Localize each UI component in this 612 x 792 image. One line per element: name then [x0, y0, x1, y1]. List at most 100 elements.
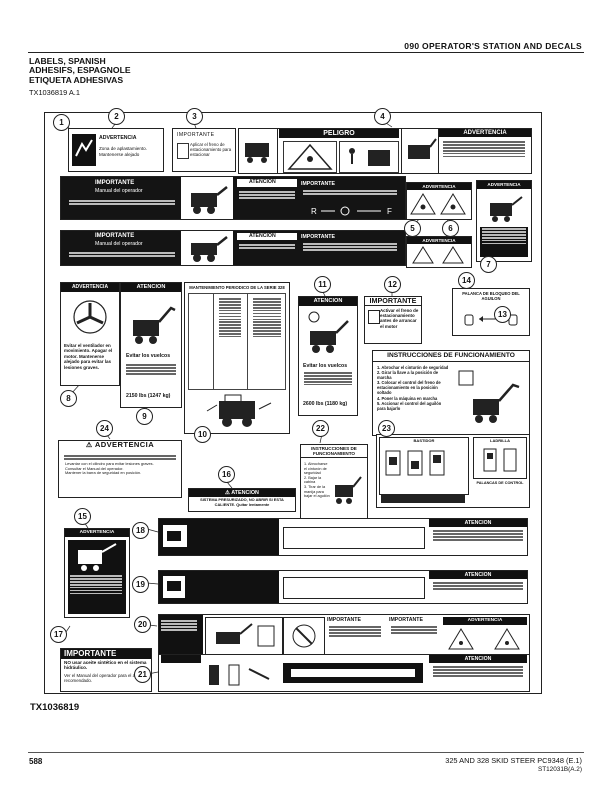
strip-a-loader-pict: [181, 177, 233, 219]
strip-a-lines: [67, 199, 177, 206]
decal-21-left-section: [159, 655, 279, 691]
decal-24-heading: ⚠ ADVERTENCIA: [85, 440, 155, 449]
decal-operator-manual-strip-a: IMPORTANTE Manual del operador ATENCION …: [60, 176, 406, 220]
step-3: 3. Colocar el control del freno de estac…: [377, 380, 441, 396]
decal-23-left-panel: BASTIDOR: [379, 437, 469, 495]
footer-rule: [28, 752, 584, 753]
strip-b-atencion-lines: [237, 243, 297, 250]
decal-13-loader-pict: [453, 365, 525, 431]
decal-4-panel-left: [239, 129, 278, 173]
callout-14: 14: [458, 272, 475, 289]
step-1: 1. Abrochar el cinturón de seguridad: [377, 365, 449, 370]
brake-icon: [177, 143, 189, 159]
callout-22: 22: [312, 420, 329, 437]
strip-b-atencion: ATENCION: [237, 233, 297, 240]
callout-1: 1: [53, 114, 70, 131]
decal-8-text: Evitar el ventilador en movimiento. Apag…: [64, 343, 113, 370]
strip-a-importante-lines: [301, 189, 399, 196]
boom-lock-lever-icon: [464, 314, 518, 326]
decal-8-heading: ADVERTENCIA: [61, 283, 119, 292]
callout-18: 18: [132, 522, 149, 539]
reference-code: TX1036819 A.1: [29, 88, 80, 97]
callout-9: 9: [136, 408, 153, 425]
decal-18-blank-panel: [283, 527, 425, 549]
decal-18-text-lines: [431, 529, 525, 542]
decal-parking-brake-important: IMPORTANTE Aplicar el freno de estaciona…: [172, 128, 236, 172]
decal-18-strip: ATENCION: [158, 518, 528, 556]
decal-20-heading-1: IMPORTANTE: [327, 617, 361, 623]
decal-2-text: Zona de aplastamiento. Mantenerse alejad…: [99, 146, 148, 157]
decal-20-heading-2: IMPORTANTE: [389, 617, 423, 623]
decal-23-footer-bar: [381, 495, 465, 503]
decal-23-right-title: LADRILLA: [490, 438, 510, 443]
decal-15-heading: ADVERTENCIA: [65, 529, 129, 537]
decal-5-advertencia: ADVERTENCIA: [406, 182, 472, 220]
strip-b-loader-pict: [181, 231, 233, 265]
callout-12: 12: [384, 276, 401, 293]
decal-operator-manual-strip-b: IMPORTANTE Manual del operador ATENCION …: [60, 230, 406, 266]
bullet-2: Consultar el Manual del operador.: [65, 465, 124, 471]
strip-a-importante: IMPORTANTE: [301, 181, 335, 187]
decal-4-advertencia: ADVERTENCIA: [439, 129, 531, 137]
decal-20-pict-b: [283, 617, 325, 655]
decal-23-right-panel: LADRILLA: [473, 437, 527, 479]
decal-19-text-lines: [431, 581, 525, 591]
callout-8: 8: [60, 390, 77, 407]
callout-4: 4: [374, 108, 391, 125]
d22-step-2: 2. Bajar la cabina: [304, 475, 322, 485]
section-title: 090 OPERATOR'S STATION AND DECALS: [404, 41, 582, 51]
decal-11-loader-pict: [302, 309, 354, 359]
decal-19-blank-panel: [283, 577, 425, 599]
decal-22-steps: 1. Abrocharse el cinturón de seguridad 2…: [304, 462, 330, 499]
decal-11-rollover-capacity: ATENCION Evitar los vuelcos 2600 lbs (11…: [298, 296, 358, 416]
decal-12-text: Activar el freno de estacionamiento ante…: [380, 308, 419, 329]
decal-16-heading: ⚠ ATENCION: [189, 489, 295, 497]
decal-13-steps: 1. Abrochar el cinturón de seguridad 2. …: [377, 365, 449, 411]
decal-12-heading: IMPORTANTE: [365, 297, 421, 306]
callout-11: 11: [314, 276, 331, 293]
strip-a-atencion: ATENCION: [237, 179, 297, 187]
decal-20-lines-2: [389, 625, 439, 635]
decal-danger-warning-strip: PELIGRO ADVERTENCIA: [238, 128, 532, 174]
d22-step-3: 3. Tirar de la manija para bajar el agui…: [304, 484, 330, 499]
decal-5-heading: ADVERTENCIA: [407, 183, 471, 190]
decal-19-strip: ATENCION: [158, 570, 528, 604]
decal-7-heading: ADVERTENCIA: [477, 181, 531, 189]
decal-4-peligro: PELIGRO: [279, 129, 399, 138]
strip-a-heading: IMPORTANTE: [95, 180, 135, 186]
svg-text:R: R: [311, 207, 317, 216]
decal-4-text-lines: [441, 140, 527, 159]
decal-16-pressurized-system: ⚠ ATENCION SISTEMA PRESURIZADO, NO ABRIR…: [188, 488, 296, 512]
strip-a-atencion-lines: [237, 190, 297, 200]
page-title: LABELS, SPANISH ADHESIFS, ESPAGNOLE ETIQ…: [29, 56, 131, 85]
title-line-1: LABELS, SPANISH: [29, 56, 106, 66]
callout-20: 20: [134, 616, 151, 633]
decal-15-advertencia: ADVERTENCIA: [64, 528, 130, 618]
decal-illustration-frame: [44, 112, 542, 694]
decal-10-machine-pict: [203, 391, 275, 429]
decal-10-maintenance-chart: MANTENIMIENTO PERIODICO DE LA SERIE 328: [184, 282, 290, 434]
decal-24-text-lines: [62, 454, 178, 461]
decal-18-dark-section: [159, 519, 279, 555]
decal-11-heading: ATENCION: [299, 297, 357, 306]
decal-4-hazard-pict-2: [339, 141, 399, 173]
callout-10: 10: [194, 426, 211, 443]
strip-b-importante-lines: [301, 242, 399, 252]
bullet-1: Levantar con el cilindro para evitar les…: [65, 461, 154, 466]
callout-24: 24: [96, 420, 113, 437]
decal-7-advertencia: ADVERTENCIA: [476, 180, 532, 262]
strip-a-sub: Manual del operador: [95, 188, 143, 194]
decal-24-advertencia: ⚠ ADVERTENCIA Levantar con el cilindro p…: [58, 440, 182, 498]
callout-7: 7: [480, 256, 497, 273]
decal-11-text-lines: [302, 371, 354, 387]
decal-3-heading: IMPORTANTE: [177, 132, 215, 138]
bullet-3: Mantener la barra de seguridad en posici…: [65, 470, 142, 476]
callout-2: 2: [108, 108, 125, 125]
decal-16-text: SISTEMA PRESURIZADO, NO ABRIR SI ESTA CA…: [200, 497, 284, 507]
decal-20-dark-a: [159, 615, 203, 655]
decal-9-loader-pict: [125, 296, 177, 350]
decal-9-rollover-capacity: ATENCION Evitar los vuelcos 2150 lbs (12…: [120, 282, 182, 408]
decal-7-text-block: [480, 227, 528, 257]
decal-2-heading: ADVERTENCIA: [99, 135, 137, 141]
decal-19-heading: ATENCION: [429, 571, 527, 579]
